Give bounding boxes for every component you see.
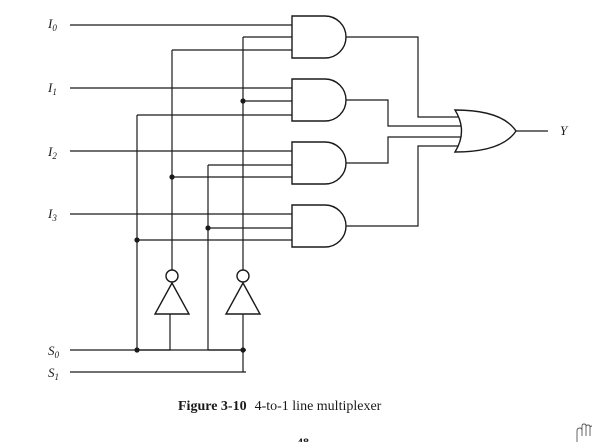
wire-and0-out [346,36,463,118]
hand-cursor-icon [576,423,593,442]
junction-dot [205,225,211,231]
inverter-s1 [224,269,262,315]
output-label-y: Y [560,123,569,138]
junction-dot [240,98,246,104]
wire-and2-out [346,136,464,164]
and-gate-0 [291,15,347,59]
junction-dot [240,347,246,353]
select-label-s1: S1 [48,365,59,382]
input-label-i3: I3 [47,206,57,223]
input-label-i2: I2 [47,144,57,161]
or-gate [453,109,517,153]
inverter-s0 [153,269,191,315]
wire-and3-out [346,145,463,227]
select-label-s0: S0 [48,343,60,360]
and-gate-3 [291,204,347,248]
input-label-i0: I0 [47,16,57,33]
wire-and1-out [346,99,464,127]
junction-dot [134,237,140,243]
s0-to-inverter [137,314,171,351]
junction-dot [169,174,175,180]
input-label-i1: I1 [47,80,57,97]
and-gate-1 [291,78,347,122]
page-number: 48 [297,435,309,442]
and-gate-2 [291,141,347,185]
junction-dot [134,347,140,353]
